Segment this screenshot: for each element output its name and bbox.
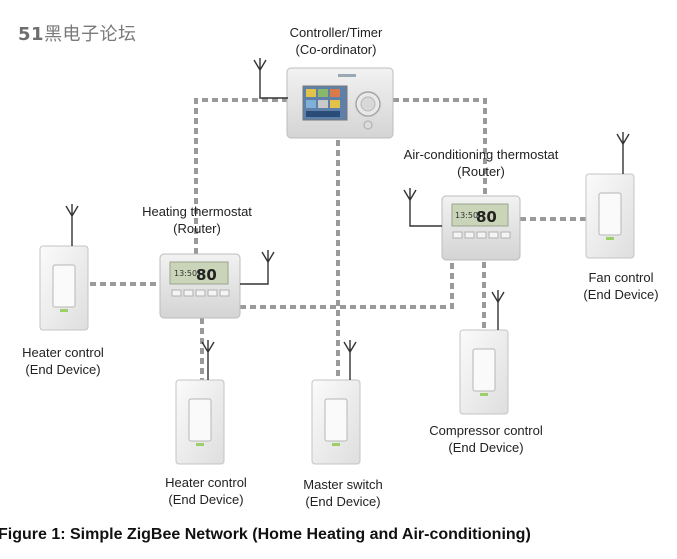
heating-thermostat-label: Heating thermostat (Router) <box>142 203 252 237</box>
fan-control-label: Fan control (End Device) <box>583 269 658 303</box>
master-switch-device <box>311 340 361 465</box>
heater-control-bottom-label: Heater control (End Device) <box>165 474 247 508</box>
figure-caption: Figure 1: Simple ZigBee Network (Home He… <box>0 526 531 543</box>
fan-control-label-line1: Fan control <box>588 270 654 285</box>
link-controller-heating <box>194 98 288 254</box>
watermark-prefix: 51 <box>18 24 45 45</box>
master-switch-label-line1: Master switch <box>303 477 383 492</box>
controller-label-line1: Controller/Timer <box>289 25 383 40</box>
watermark-text: 黑电子论坛 <box>44 24 137 45</box>
ac-thermostat-label-line2: (Router) <box>457 164 505 179</box>
master-switch-label-line2: (End Device) <box>305 494 381 509</box>
heater-control-bottom-device <box>175 340 225 465</box>
ac-thermostat-label: Air-conditioning thermostat (Router) <box>404 146 559 180</box>
heating-thermostat-label-line1: Heating thermostat <box>142 204 252 219</box>
heater-control-left-device <box>39 204 89 331</box>
compressor-control-label-line1: Compressor control <box>429 423 543 438</box>
compressor-control-label: Compressor control (End Device) <box>429 422 542 456</box>
link-heating-ac <box>240 262 454 309</box>
heater-control-left-label-line2: (End Device) <box>25 362 101 377</box>
compressor-control-label-line2: (End Device) <box>448 440 524 455</box>
heater-control-left-label: Heater control (End Device) <box>22 344 104 378</box>
controller-label: Controller/Timer (Co-ordinator) <box>290 24 383 58</box>
controller-label-line2: (Co-ordinator) <box>295 42 377 57</box>
compressor-control-device <box>459 290 509 415</box>
heater-control-left-label-line1: Heater control <box>22 345 104 360</box>
heater-control-bottom-label-line2: (End Device) <box>168 492 244 507</box>
watermark: 51黑电子论坛 <box>18 20 137 46</box>
fan-control-device <box>585 132 635 259</box>
ac-display-value: 80 <box>476 208 497 226</box>
heater-control-bottom-label-line1: Heater control <box>165 475 247 490</box>
heating-thermostat-device: 13:50 80 <box>159 250 275 319</box>
heating-thermostat-label-line2: (Router) <box>173 221 221 236</box>
controller-device <box>253 58 394 139</box>
heating-display-value: 80 <box>196 266 217 284</box>
svg-text:13:50: 13:50 <box>174 269 197 278</box>
master-switch-label: Master switch (End Device) <box>303 476 382 510</box>
ac-thermostat-label-line1: Air-conditioning thermostat <box>403 147 559 162</box>
link-controller-ac <box>393 98 487 196</box>
network-links <box>90 98 586 380</box>
fan-control-label-line2: (End Device) <box>583 287 659 302</box>
ac-thermostat-device: 13:50 80 <box>403 188 521 261</box>
svg-text:13:50: 13:50 <box>455 211 478 220</box>
